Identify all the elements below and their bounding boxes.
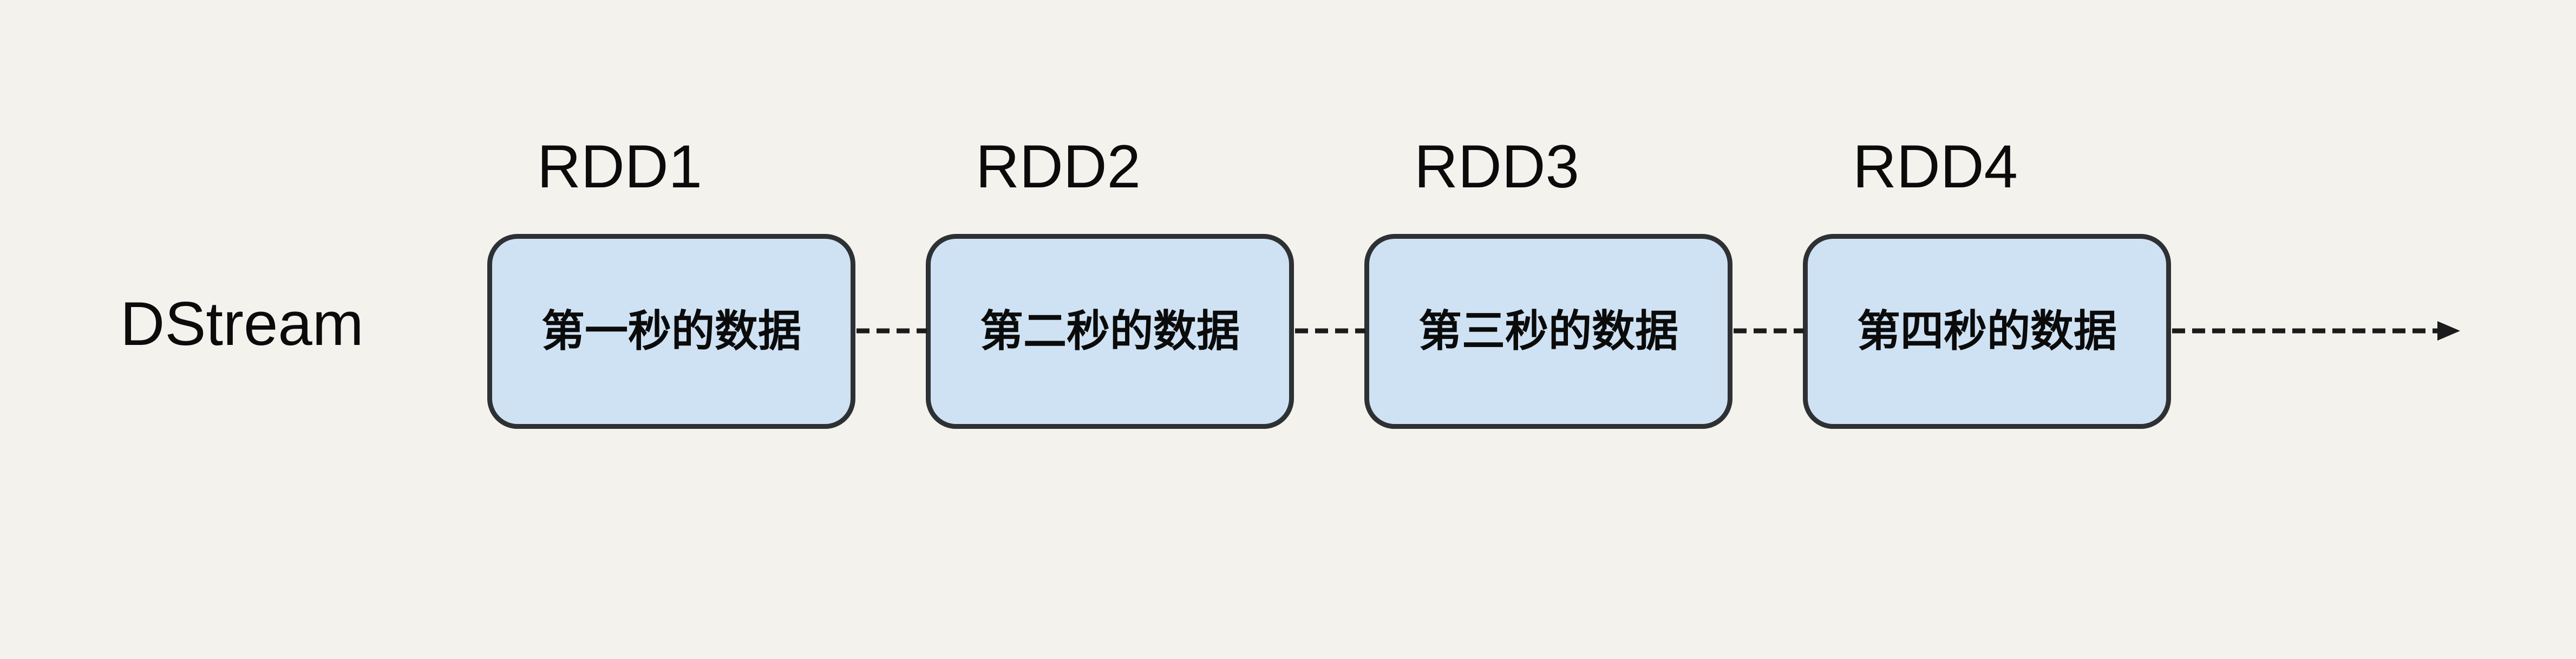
rdd3-node: 第三秒的数据 <box>1364 234 1732 429</box>
rdd3-node-text: 第三秒的数据 <box>1418 307 1678 355</box>
rdd2-node: 第二秒的数据 <box>926 234 1294 429</box>
rdd3-label: RDD3 <box>1414 133 1579 200</box>
rdd4-label: RDD4 <box>1853 133 2018 200</box>
rdd1-node-text: 第一秒的数据 <box>541 307 801 355</box>
rdd2-label: RDD2 <box>976 133 1141 200</box>
rdd2-node-text: 第二秒的数据 <box>980 307 1240 355</box>
rdd1-label: RDD1 <box>537 133 702 200</box>
rdd1-node: 第一秒的数据 <box>487 234 855 429</box>
arrowhead-icon <box>2437 321 2460 341</box>
rdd4-node: 第四秒的数据 <box>1803 234 2171 429</box>
dstream-label: DStream <box>120 290 364 358</box>
rdd4-node-text: 第四秒的数据 <box>1857 307 2117 355</box>
